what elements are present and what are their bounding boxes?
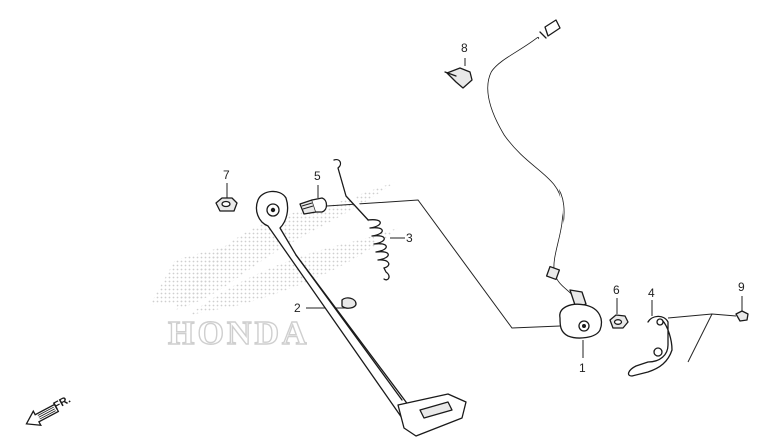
bracket-part-4: [627, 315, 673, 377]
front-direction-indicator: FR.: [25, 394, 73, 427]
side-stand-switch-part-1: [487, 19, 603, 339]
nut-part-7: [215, 197, 238, 212]
arrow-down-left-icon: [25, 403, 60, 427]
callout-7: 7: [223, 168, 230, 182]
callout-1: 1: [579, 361, 586, 375]
side-stand-part-2: [255, 190, 467, 437]
spring-part-3: [333, 158, 390, 281]
clip-part-8: [444, 67, 473, 89]
callout-5: 5: [314, 169, 321, 183]
bolt-part-9: [735, 310, 749, 322]
watermark-honda-text: HONDA: [168, 315, 310, 352]
callout-2: 2: [294, 301, 301, 315]
bolt-part-5: [299, 197, 328, 215]
callout-9: 9: [738, 280, 745, 294]
nut-part-6: [609, 314, 629, 329]
callout-4: 4: [648, 286, 655, 300]
callout-numbers: 1 2 3 4 5 6 7 8 9: [223, 41, 745, 375]
front-label: FR.: [51, 394, 72, 413]
callout-6: 6: [613, 283, 620, 297]
callout-3: 3: [406, 231, 413, 245]
callout-8: 8: [461, 41, 468, 55]
